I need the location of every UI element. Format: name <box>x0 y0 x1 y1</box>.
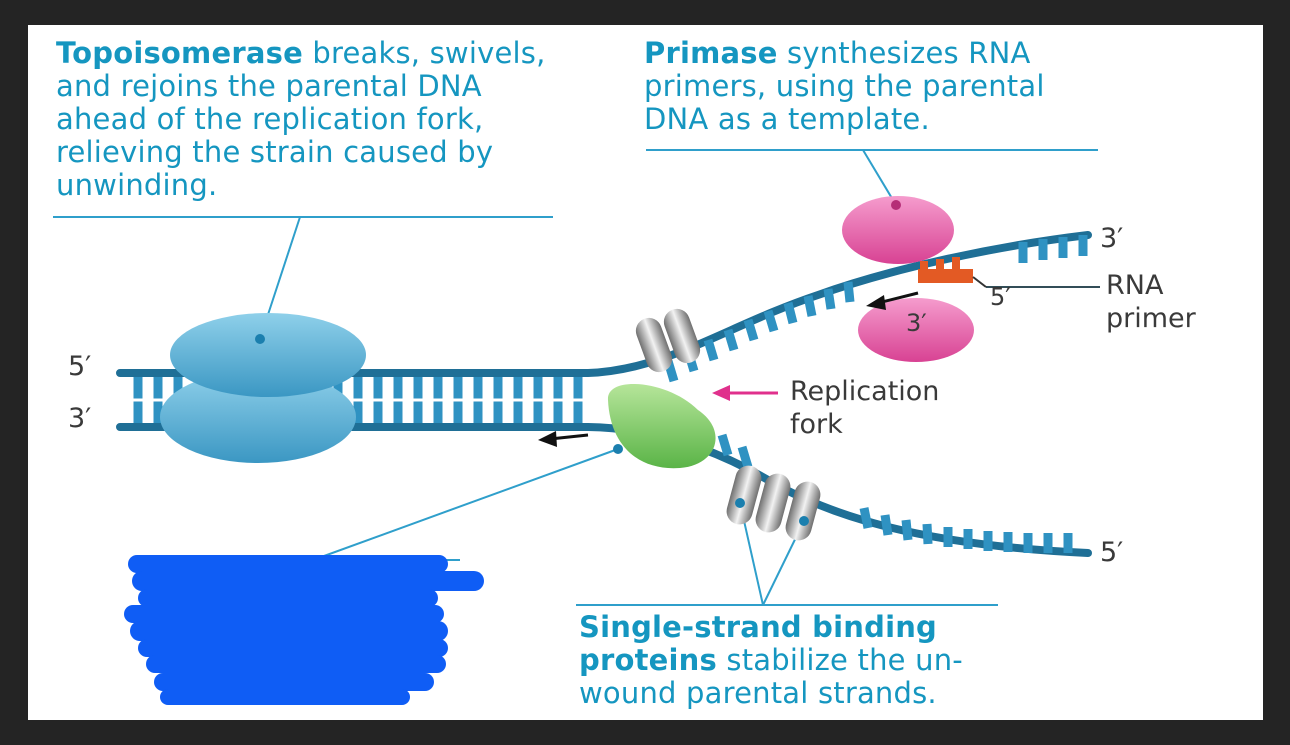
lower-strand-bases <box>717 433 1073 553</box>
primer-synthesis-arrow <box>866 291 919 310</box>
primer-3-prime-label: 3′ <box>906 309 927 337</box>
ssb-description: stabilize the un- wound parental strands… <box>579 643 963 710</box>
rna-primer <box>918 257 987 288</box>
topoisomerase-leader-dot <box>255 334 265 344</box>
upper-strand-bases <box>663 235 1088 383</box>
topoisomerase-caption: Topoisomerase breaks, swivels, and rejoi… <box>56 37 596 202</box>
helicase-enzyme <box>607 383 716 469</box>
topoisomerase-description: breaks, swivels, and rejoins the parenta… <box>56 36 546 202</box>
ssb-caption: Single-strand binding proteins stabilize… <box>579 611 1049 710</box>
primase-caption: Primase synthesizes RNA primers, using t… <box>644 37 1124 136</box>
ssb-proteins-lower <box>726 465 821 541</box>
primer-5-prime-label: 5′ <box>990 283 1011 311</box>
left-bottom-end-label: 3′ <box>68 403 92 434</box>
upper-right-end-label: 3′ <box>1100 223 1124 254</box>
primase-enzyme <box>842 196 974 362</box>
caption-leader-lines <box>53 149 1100 606</box>
helicase-leader-dot <box>613 444 623 454</box>
redaction-scribble <box>124 555 484 705</box>
topoisomerase-enzyme <box>160 313 366 463</box>
ssb-proteins-upper <box>635 308 701 373</box>
primase-leader-dot <box>891 200 901 210</box>
replication-fork-arrow <box>712 385 778 401</box>
diagram-canvas: Topoisomerase breaks, swivels, and rejoi… <box>28 25 1263 720</box>
topoisomerase-term: Topoisomerase <box>56 36 303 70</box>
primase-term: Primase <box>644 36 778 70</box>
replication-fork-label: Replication fork <box>790 376 940 440</box>
ssb-term: Single-strand binding proteins <box>579 610 938 677</box>
rna-primer-label: RNA primer <box>1106 270 1196 334</box>
lower-right-end-label: 5′ <box>1100 537 1124 568</box>
left-top-end-label: 5′ <box>68 351 92 382</box>
helicase-direction-arrow <box>538 431 589 447</box>
dna-replication-diagram <box>53 149 1100 705</box>
primase-description: synthesizes RNA primers, using the paren… <box>644 36 1045 136</box>
